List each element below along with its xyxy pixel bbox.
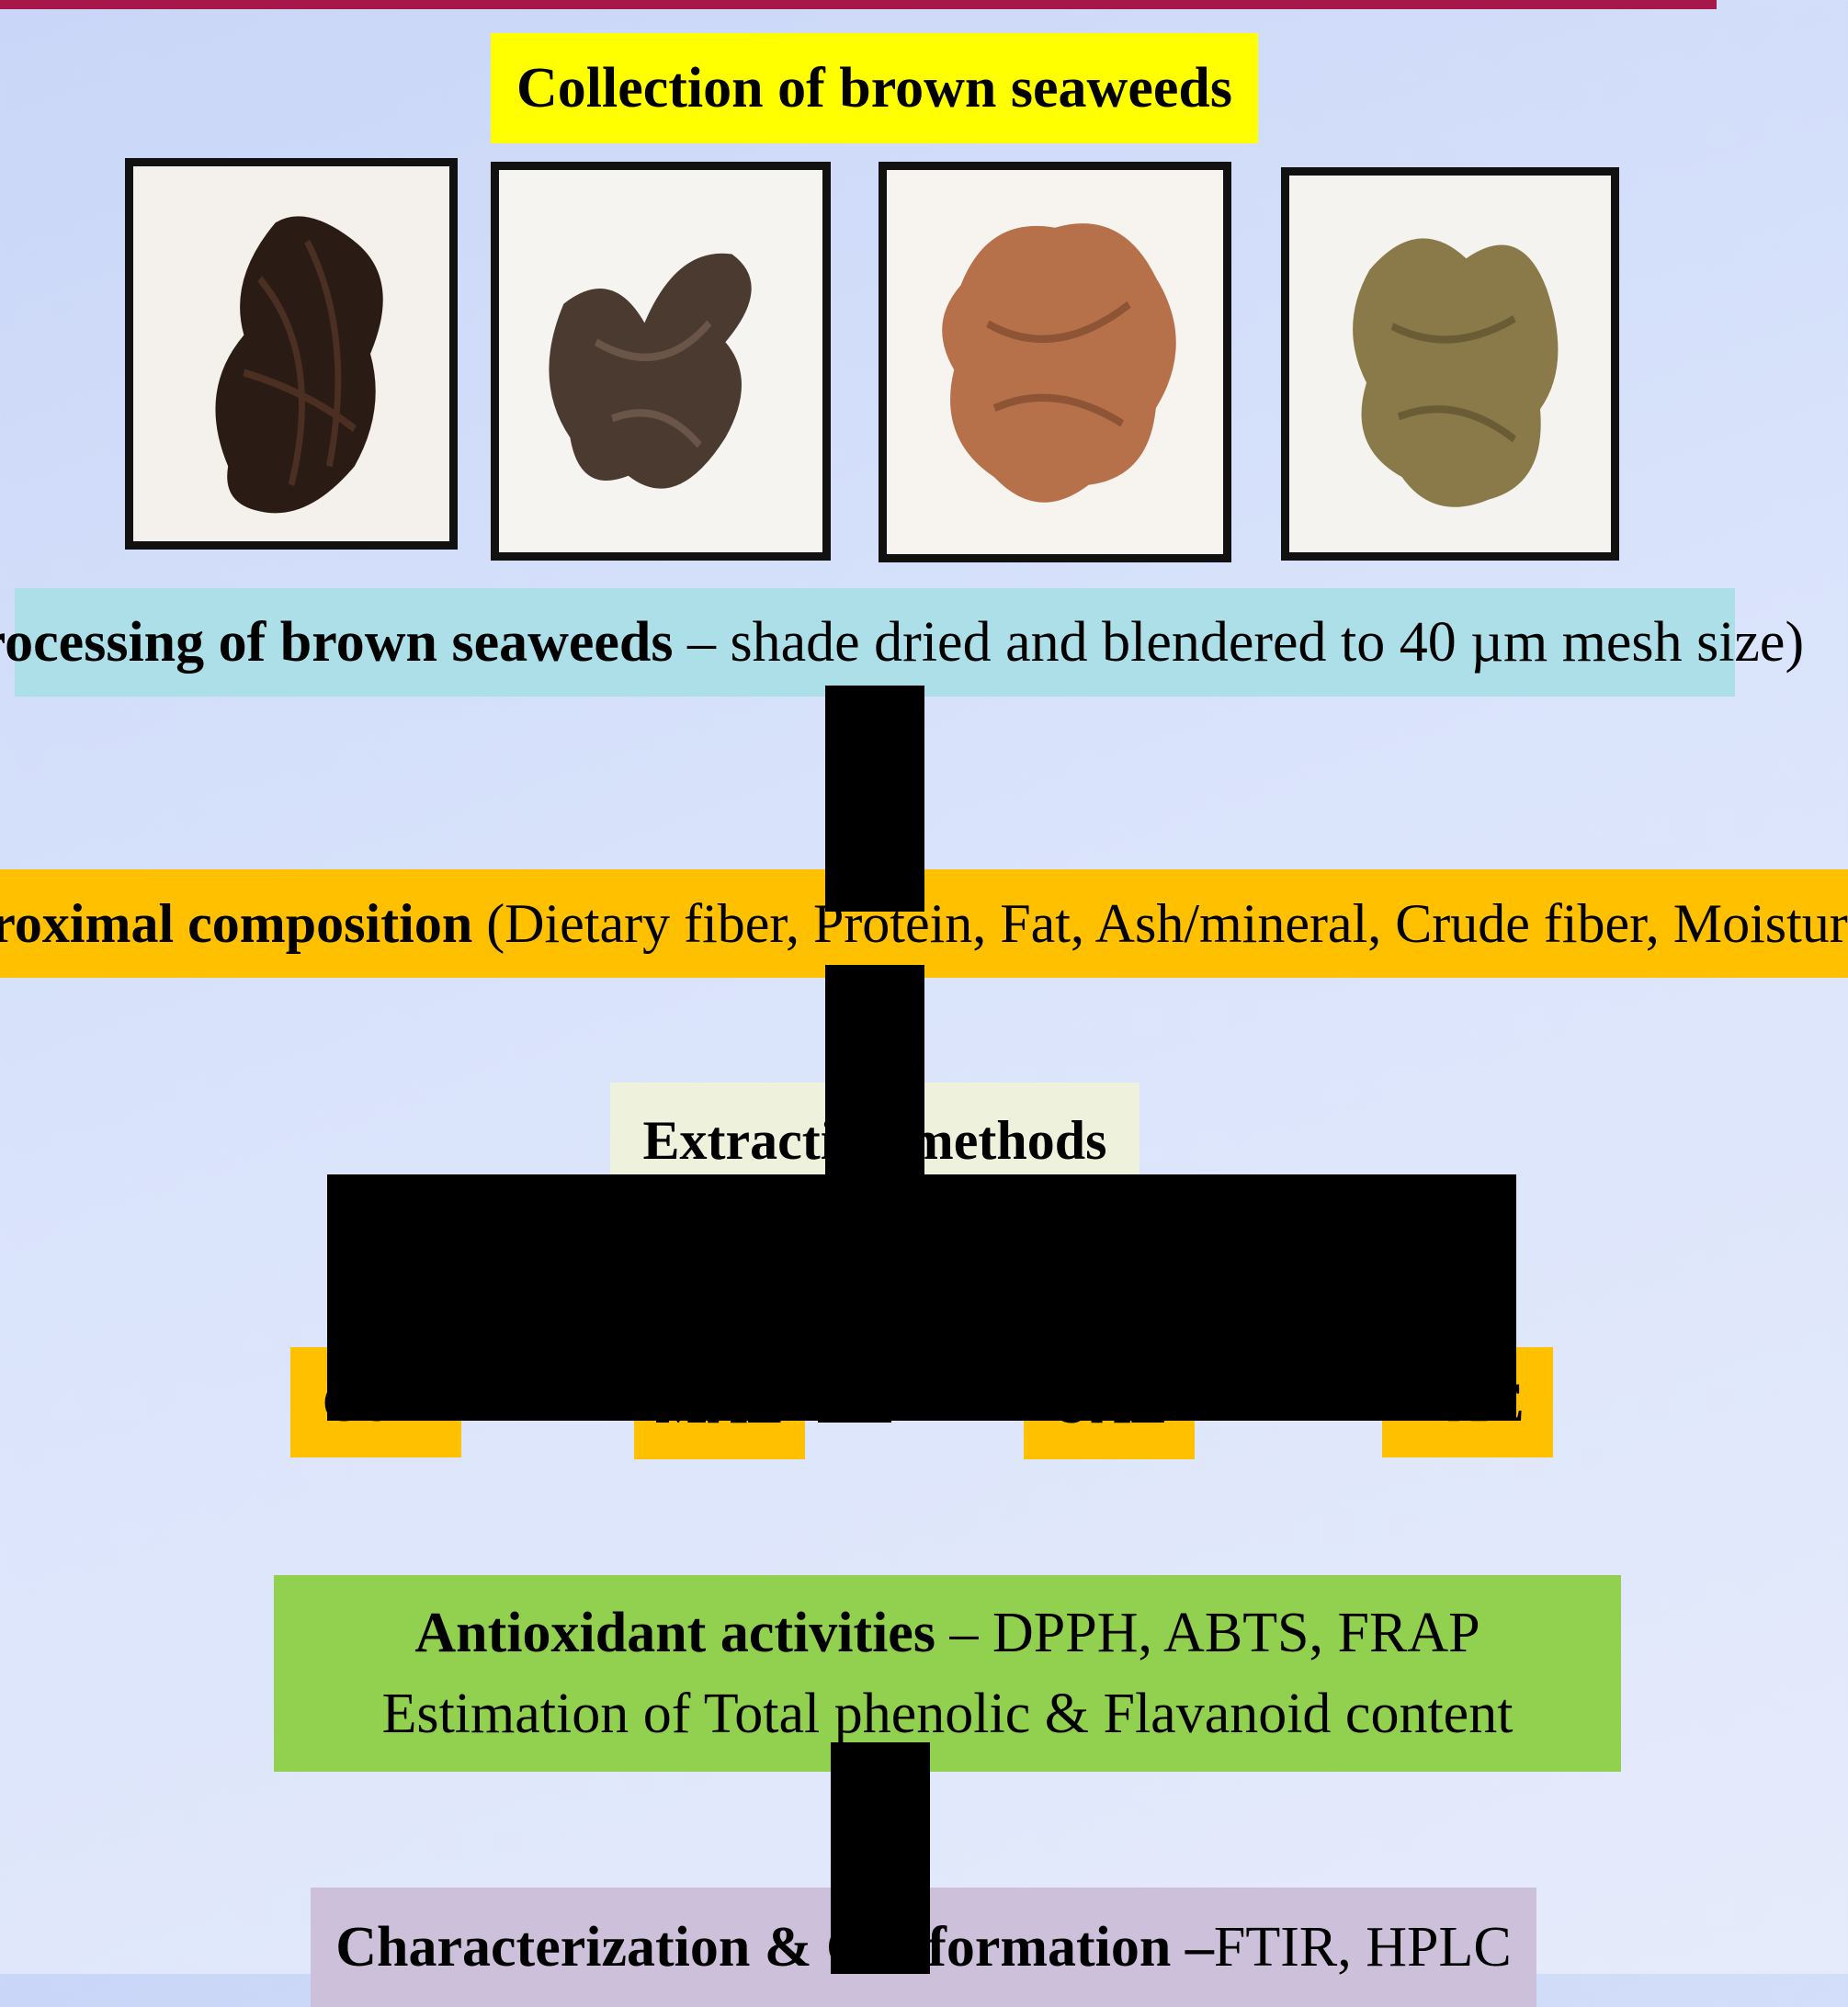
antioxidant-detail: – DPPH, ABTS, FRAP — [935, 1602, 1480, 1664]
processing-detail: – shade dried and blendered to 40 µm mes… — [674, 611, 1805, 674]
seaweed-photo-2 — [491, 162, 831, 561]
processing-step: Processing of brown seaweeds – shade dri… — [15, 588, 1735, 697]
redaction-block — [818, 1378, 891, 1423]
collection-title: Collection of brown seaweeds — [491, 33, 1258, 143]
characterization-detail: FTIR, HPLC — [1214, 1916, 1512, 1979]
redaction-block — [831, 1742, 930, 1974]
processing-label: Processing of brown seaweeds — [0, 611, 674, 674]
seaweed-photo-3 — [879, 162, 1231, 562]
antioxidant-label: Antioxidant activities — [414, 1602, 935, 1664]
top-accent-bar — [0, 0, 1717, 9]
redaction-block — [825, 686, 924, 912]
seaweed-photo-1 — [125, 158, 458, 550]
seaweed-photo-4 — [1281, 167, 1619, 561]
antioxidant-step: Antioxidant activities – DPPH, ABTS, FRA… — [274, 1575, 1621, 1772]
characterization-label: Characterization & Conformation – — [335, 1916, 1214, 1979]
collection-title-text: Collection of brown seaweeds — [516, 56, 1232, 121]
proximal-detail: (Dietary fiber, Protein, Fat, Ash/minera… — [472, 893, 1848, 954]
redaction-block — [825, 965, 924, 1182]
antioxidant-line2: Estimation of Total phenolic & Flavanoid… — [382, 1673, 1514, 1754]
redaction-block — [327, 1174, 1516, 1421]
proximal-label: Proximal composition — [0, 893, 472, 954]
